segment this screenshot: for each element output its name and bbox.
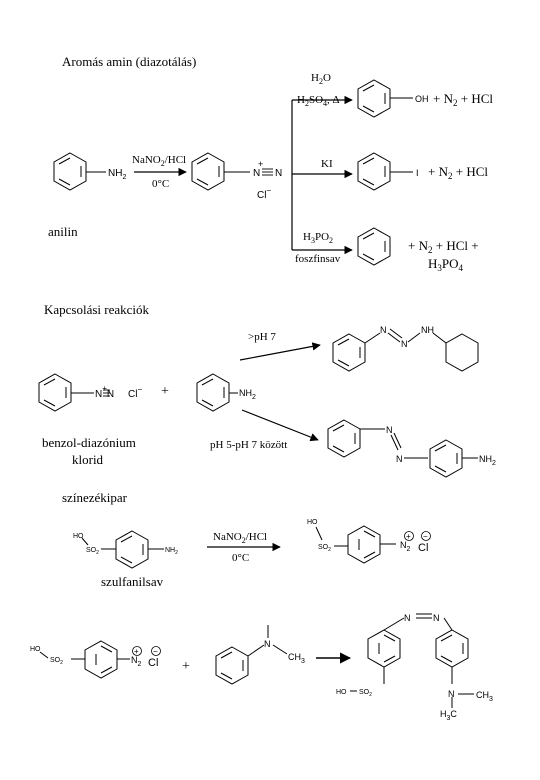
nh2-label-sulfanilic: NH2 [165,547,178,556]
amino-group-label-3: NH2 [479,454,496,467]
chloride-label-coupling: Cl− [128,385,142,400]
benzene-ring-benzene [357,227,391,266]
ho-label-bottom: HO [30,646,41,653]
benzene-ring-aniline [53,152,106,191]
reagent-nano2-hcl-2: NaNO2/HCl [213,531,267,545]
benzene-ring-phenol [357,79,413,118]
ho-label-diazo: HO [307,519,318,526]
amino-group-label-2: NH2 [239,388,256,401]
product-n2-hcl-2: + N2 + HCl [428,164,488,181]
azo-n2: N [396,454,403,464]
diazonium-n2: N [275,168,282,179]
azo-n1: N [386,425,393,435]
aminoazobenzene-product [327,419,478,478]
plus-charge-circle [404,531,414,541]
benzene-ring-benzoldiazonium [38,373,94,412]
plus-charge-circle-bottom [132,646,142,656]
diazonium-n1: N [253,168,260,179]
benzene-ring-dimethylaniline [215,625,288,685]
hydroxyl-group-label: OH [415,94,429,104]
benzene-ring-diazotized-sulfanilic [315,525,396,564]
reagent-temperature: 0°C [152,178,169,190]
reagent-temperature-2: 0°C [232,552,249,564]
reaction-arrow-ph7 [239,342,321,361]
chloride-counterion: Cl− [257,186,271,201]
branch-arrows [291,95,353,255]
ho-label-dye: HO [336,689,347,696]
triazene-n2: N [401,339,408,349]
section-title-coupling: Kapcsolási reakciók [44,302,150,317]
chloride-label-bottom: Cl [148,657,158,669]
benzene-ring-diazonium-salt-bottom [39,640,130,679]
n2-label-diazo: N2 [400,540,411,553]
compound-label-szulfanilsav: szulfanilsav [101,574,164,589]
so2-label-sulfanilic: SO2 [86,547,99,556]
product-n2-hcl-1: + N2 + HCl [433,91,493,108]
iodine-label: I [416,168,419,178]
triazene-n1: N [380,325,387,335]
reagent-sulfuric-acid: H2SO4, Δ [297,94,340,108]
triple-bond [262,168,273,176]
section-title-dye-industry: színezékipar [62,490,128,505]
compound-label-anilin: anilin [48,224,78,239]
dye-amine-n: N [448,689,455,699]
benzene-ring-aniline-2 [196,373,238,412]
methyl-label-3: H3C [440,709,457,722]
product-h3po4: H3PO4 [428,256,464,273]
condition-ph57: pH 5-pH 7 között [210,439,287,451]
reagent-water: H2O [311,72,331,86]
azo-dye-product [367,613,474,708]
plus-charge-sign-bottom: + [134,647,139,656]
so2-label-diazo: SO2 [318,544,331,553]
reaction-arrow-ph57 [241,409,319,442]
section-title-diazotization: Aromás amin (diazotálás) [62,54,196,69]
plus-charge-sign: + [406,532,411,541]
minus-charge-circle [421,531,431,541]
triazene-product [332,328,479,372]
azo-dye-n1: N [404,613,411,623]
dimethylamino-n: N [264,639,271,649]
condition-ph7: >pH 7 [248,331,276,343]
triazene-nh: NH [421,325,434,335]
azo-dye-n2: N [433,613,440,623]
triple-bond-2 [103,389,110,397]
methyl-label-1: CH3 [288,652,305,665]
so2-label-bottom: SO2 [50,657,63,666]
n2-label-bottom: N2 [131,655,142,668]
product-n2-hcl-3: + N2 + HCl + [408,238,479,255]
methyl-label-2: CH3 [476,690,493,703]
benzene-ring-iodobenzene [357,152,413,191]
reagent-nano2-hcl: NaNO2/HCl [132,154,186,168]
compound-label-benzoldiazonium: benzol-diazónium [42,435,136,450]
minus-charge-sign-bottom: − [153,647,158,656]
benzene-ring-diazonium [191,152,250,191]
benzene-ring-sulfanilic-acid [81,530,164,569]
chloride-label-dye: Cl [418,542,428,554]
plus-sign-bottom: + [182,659,190,674]
plus-sign-coupling: + [161,384,169,399]
reagent-foszfinsav: foszfinsav [295,253,341,265]
diazonium-charge-plus: + [258,159,263,169]
ho-label-sulfanilic: HO [73,533,84,540]
compound-label-klorid: klorid [72,452,104,467]
reagent-ki: KI [321,158,333,170]
amino-group-label: NH2 [108,168,126,181]
reagent-h3po2: H3PO2 [303,231,333,245]
so2-label-dye: SO2 [359,689,372,698]
diazonium-group-label: N+N [95,384,114,400]
minus-charge-circle-bottom [151,646,161,656]
minus-charge-sign: − [423,532,428,541]
